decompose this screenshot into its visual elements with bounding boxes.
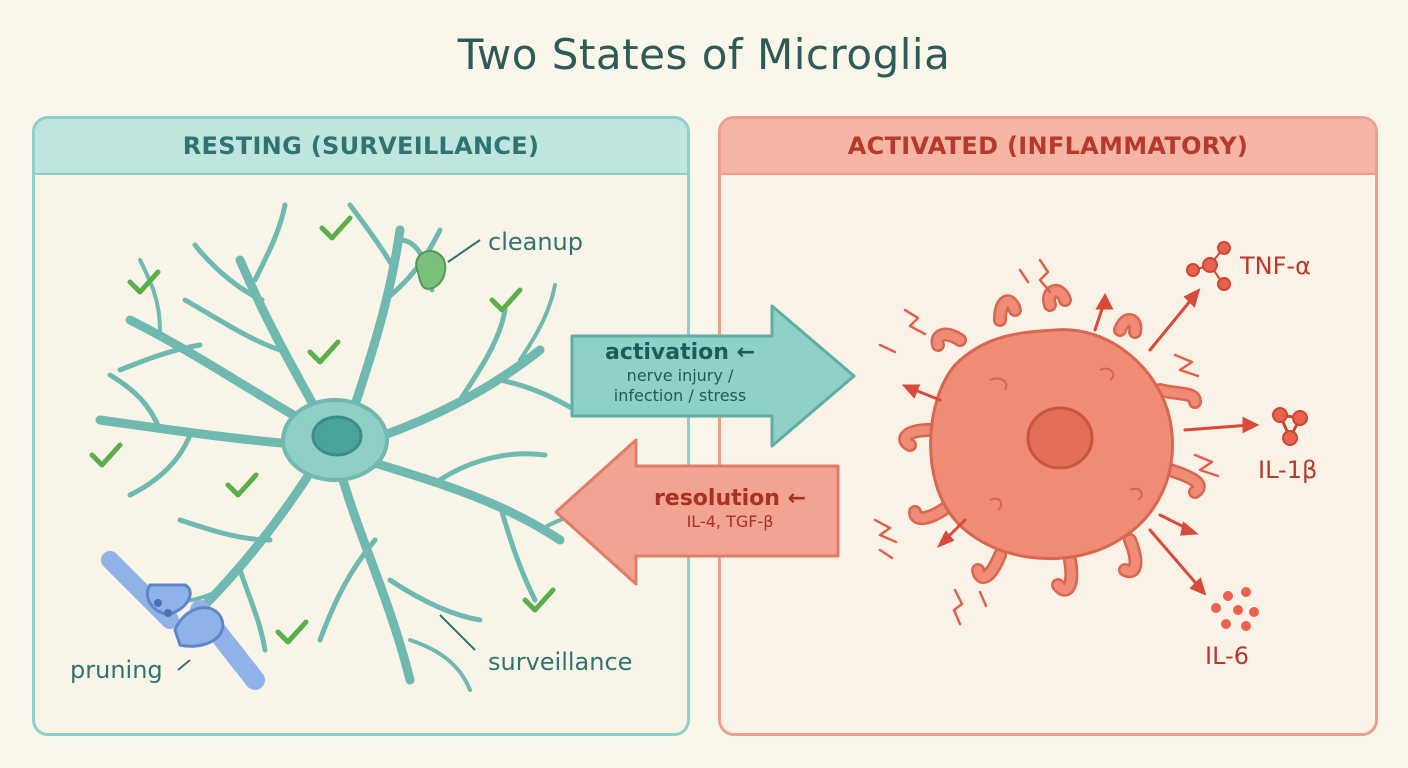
resolution-arrow (554, 438, 840, 586)
resolution-title: resolution ← (653, 486, 807, 511)
inflammation-signals-icon (901, 288, 1260, 596)
surveillance-label: surveillance (488, 648, 633, 676)
pruning-label: pruning (70, 656, 163, 684)
synapse-icon (101, 551, 265, 690)
activation-line2: infection / stress (613, 385, 747, 405)
activated-panel: ACTIVATED (INFLAMMATORY) (718, 116, 1378, 736)
surveillance-pointer (439, 614, 476, 651)
il6-molecule-icon (1211, 587, 1259, 631)
diagram-title: Two States of Microglia (457, 30, 951, 79)
activated-panel-header: ACTIVATED (INFLAMMATORY) (721, 119, 1375, 175)
il6-label: IL-6 (1205, 642, 1249, 670)
resolution-arrow-text: resolution ← IL-4, TGF-β (630, 486, 830, 532)
check-icons (89, 215, 556, 645)
activation-arrow (570, 304, 856, 448)
resolution-line1: IL-4, TGF-β (686, 512, 774, 532)
tnf-alpha-label: TNF-α (1240, 252, 1311, 280)
activated-microglia-icon (898, 284, 1206, 597)
resting-panel-header: RESTING (SURVEILLANCE) (35, 119, 687, 175)
spark-icons (873, 258, 1220, 626)
activation-line1: nerve injury / (626, 366, 734, 386)
il1b-label: IL-1β (1258, 456, 1318, 484)
il1b-molecule-icon (1272, 407, 1308, 446)
cleanup-label: cleanup (488, 228, 583, 256)
cleanup-debris-icon (415, 239, 481, 290)
activation-title: activation ← (604, 340, 756, 365)
activation-arrow-text: activation ← nerve injury / infection / … (580, 340, 780, 405)
tnf-alpha-molecule-icon (1186, 241, 1231, 291)
